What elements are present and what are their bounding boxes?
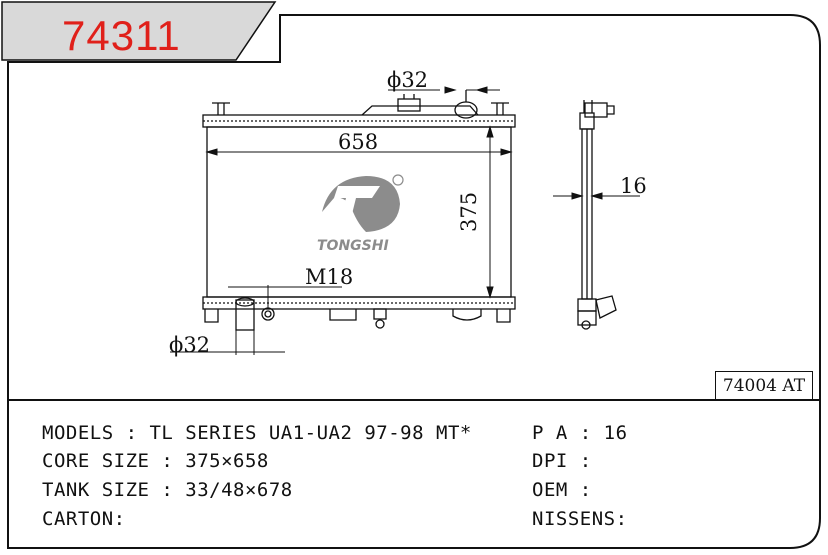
- carton-row: CARTON:: [42, 508, 126, 530]
- tank-size-label: TANK SIZE: [42, 479, 150, 501]
- sheet-frame: [7, 14, 821, 549]
- carton-label: CARTON:: [42, 508, 126, 530]
- core-size-value: 375×658: [185, 450, 269, 472]
- tongshi-logo: [322, 174, 404, 232]
- nissens-label: NISSENS:: [532, 508, 628, 530]
- oem-label: OEM: [532, 479, 568, 501]
- dpi-label: DPI: [532, 450, 568, 472]
- core-size-label: CORE SIZE: [42, 450, 150, 472]
- side-view-dimensions: [553, 192, 640, 200]
- outlet-diameter-label: ϕ32: [169, 333, 210, 357]
- dpi-row: DPI :: [532, 450, 592, 472]
- pa-row: P A : 16: [532, 422, 628, 444]
- tank-size-value: 33/48×678: [185, 479, 293, 501]
- radiator-front-view: [202, 90, 516, 331]
- core-thickness-label: 16: [620, 174, 647, 198]
- drain-thread-label: M18: [305, 265, 353, 289]
- model-code-title: 74311: [62, 12, 181, 59]
- radiator-side-view: [577, 100, 617, 330]
- models-label: MODELS: [42, 422, 114, 444]
- reference-box: 74004 AT: [715, 371, 813, 400]
- models-value: TL SERIES UA1-UA2 97-98 MT*: [149, 422, 472, 444]
- front-view-dimensions: [170, 86, 513, 355]
- pa-label: P A: [532, 422, 568, 444]
- core-size-row: CORE SIZE : 375×658: [42, 450, 269, 472]
- logo-text: TONGSHI: [317, 238, 389, 254]
- title-tab: [1, 1, 277, 61]
- inlet-diameter-label: ϕ32: [387, 68, 428, 92]
- core-width-label: 658: [338, 130, 378, 154]
- pa-value: 16: [603, 422, 628, 444]
- nissens-row: NISSENS:: [532, 508, 628, 530]
- tank-size-row: TANK SIZE : 33/48×678: [42, 479, 293, 501]
- core-height-label: 375: [457, 192, 481, 232]
- oem-row: OEM :: [532, 479, 592, 501]
- models-row: MODELS : TL SERIES UA1-UA2 97-98 MT*: [42, 422, 472, 444]
